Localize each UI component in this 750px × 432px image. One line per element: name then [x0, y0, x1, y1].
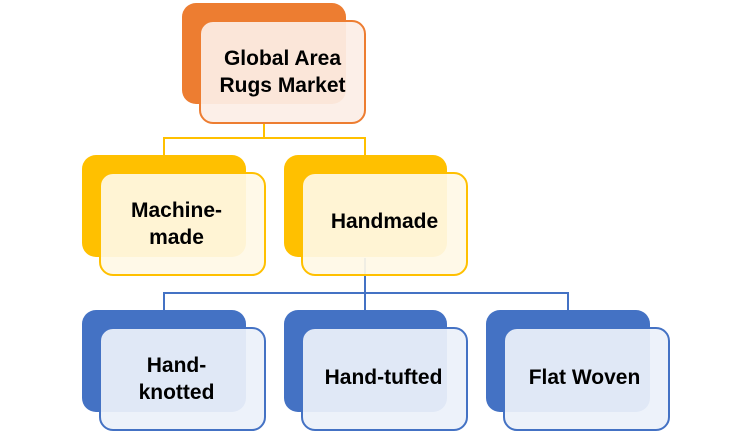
hand-knotted-label-line1: Hand- [146, 353, 207, 377]
hand-knotted-node: Hand- knotted [99, 327, 266, 431]
connector-machine-made-drop [163, 137, 165, 155]
connector-level1-horizontal [163, 137, 366, 139]
connector-handmade-drop [364, 137, 366, 155]
machine-made-label: Machine- made [125, 197, 228, 252]
machine-made-node: Machine- made [99, 172, 266, 276]
connector-hand-tufted-drop [364, 292, 366, 310]
root-label-line2: Rugs Market [219, 74, 346, 97]
hand-tufted-label: Hand-tufted [319, 364, 449, 391]
hand-knotted-label: Hand- knotted [133, 352, 221, 407]
root-node: Global Area Rugs Market [199, 20, 366, 124]
handmade-label-line1: Handmade [330, 210, 439, 234]
handmade-node: Handmade [301, 172, 468, 276]
flat-woven-label: Flat Woven [523, 364, 647, 391]
machine-made-label-line2: made [149, 226, 204, 249]
hand-knotted-label-line2: knotted [138, 381, 215, 404]
flat-woven-label-line1: Flat Woven [528, 366, 641, 390]
connector-flat-woven-drop [567, 292, 569, 310]
connector-root-vertical [263, 123, 265, 138]
hand-tufted-node: Hand-tufted [301, 327, 468, 431]
flat-woven-node: Flat Woven [503, 327, 670, 431]
connector-hand-knotted-drop [163, 292, 165, 310]
connector-level2-horizontal [163, 292, 569, 294]
handmade-label: Handmade [325, 208, 444, 235]
machine-made-label-line1: Machine- [130, 198, 222, 222]
connector-handmade-vertical [364, 258, 366, 294]
root-node-label: Global Area Rugs Market [213, 45, 351, 100]
hand-tufted-label-line1: Hand-tufted [324, 365, 443, 389]
root-label-line1: Global Area [223, 46, 342, 70]
